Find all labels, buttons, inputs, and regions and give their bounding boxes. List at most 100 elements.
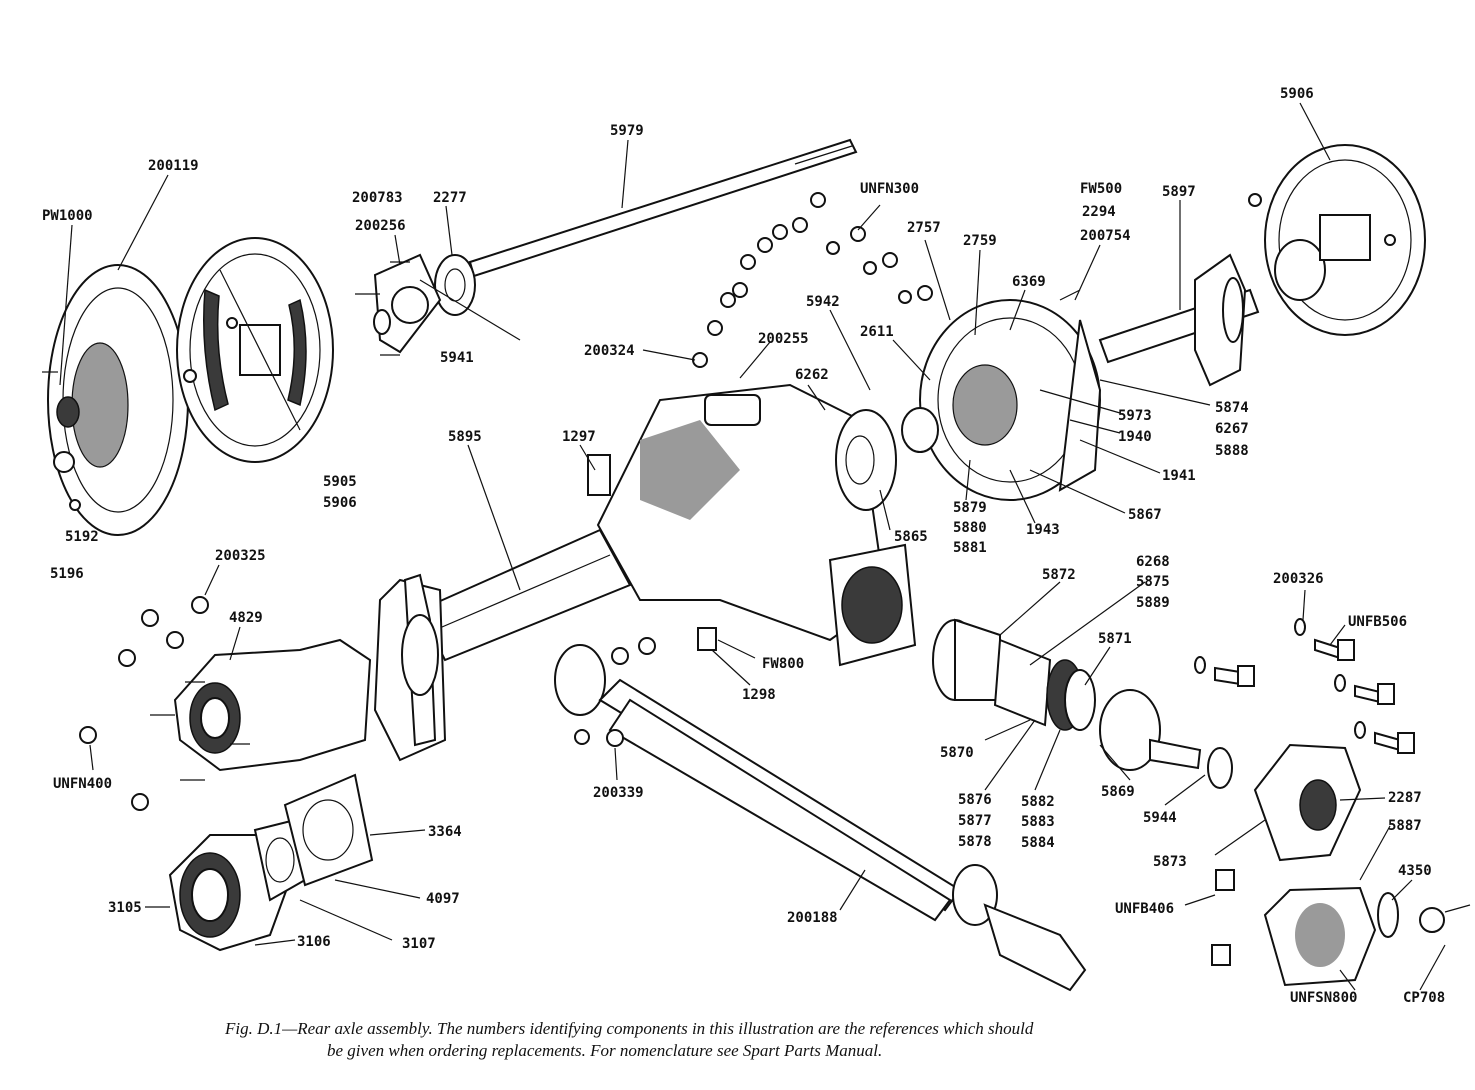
ref-2757: 2757 [907, 220, 941, 236]
ref-5889: 5889 [1136, 595, 1170, 611]
ref-1298: 1298 [742, 687, 776, 703]
ref-200324: 200324 [584, 343, 635, 359]
caption-line-1: Fig. D.1—Rear axle assembly. The numbers… [225, 1019, 1034, 1038]
ref-5865: 5865 [894, 529, 928, 545]
ref-5895: 5895 [448, 429, 482, 445]
ref-5875: 5875 [1136, 574, 1170, 590]
ref-200754: 200754 [1080, 228, 1131, 244]
ref-fw800: FW800 [762, 656, 804, 672]
ref-unfb406: UNFB406 [1115, 901, 1174, 917]
ref-200256: 200256 [355, 218, 406, 234]
ref-5944: 5944 [1143, 810, 1177, 826]
ref-5906-top: 5906 [1280, 86, 1314, 102]
ref-5871: 5871 [1098, 631, 1132, 647]
crown-wheel-diff [901, 289, 1102, 501]
leader-lines [59, 102, 1446, 991]
brake-backplate-left [176, 237, 334, 463]
nuts-washers-top [692, 192, 933, 368]
ref-unfsn800: UNFSN800 [1290, 990, 1357, 1006]
nut-1298 [697, 627, 717, 651]
gasket-3364 [283, 773, 374, 887]
caption-line-2: be given when ordering replacements. For… [327, 1041, 883, 1060]
ref-6262: 6262 [795, 367, 829, 383]
ref-200255: 200255 [758, 331, 809, 347]
ref-5979: 5979 [610, 123, 644, 139]
ref-200325: 200325 [215, 548, 266, 564]
ref-1297: 1297 [562, 429, 596, 445]
ref-5196: 5196 [50, 566, 84, 582]
ref-5973: 5973 [1118, 408, 1152, 424]
axle-tube-left [373, 573, 447, 762]
ref-2294: 2294 [1082, 204, 1116, 220]
ref-fw500: FW500 [1080, 181, 1122, 197]
ref-5879: 5879 [953, 500, 987, 516]
ref-cp708: CP708 [1403, 990, 1445, 1006]
ref-5873: 5873 [1153, 854, 1187, 870]
axle-casing [418, 383, 917, 667]
ref-1943: 1943 [1026, 522, 1060, 538]
ref-2759: 2759 [963, 233, 997, 249]
ref-5874: 5874 [1215, 400, 1249, 416]
ref-5887: 5887 [1388, 818, 1422, 834]
brake-backplate-right [1248, 144, 1426, 336]
ref-5876: 5876 [958, 792, 992, 808]
gasket-3107 [253, 818, 307, 902]
ref-6268: 6268 [1136, 554, 1170, 570]
hub-flange-5941 [355, 253, 442, 356]
pinion-assembly [932, 618, 1233, 789]
ref-pw1000: PW1000 [42, 208, 93, 224]
ref-6369: 6369 [1012, 274, 1046, 290]
ref-5877: 5877 [958, 813, 992, 829]
outer-housing-3105 [168, 834, 292, 952]
ref-5906-left: 5906 [323, 495, 357, 511]
ref-unfn400: UNFN400 [53, 776, 112, 792]
half-shaft-5979 [434, 138, 858, 316]
ref-2287: 2287 [1388, 790, 1422, 806]
ref-5888: 5888 [1215, 443, 1249, 459]
ref-6267: 6267 [1215, 421, 1249, 437]
bolts-right [1194, 618, 1415, 754]
ref-unfb506: UNFB506 [1348, 614, 1407, 630]
ref-1940: 1940 [1118, 429, 1152, 445]
pinion-housing-2287 [1253, 743, 1362, 862]
ref-200326: 200326 [1273, 571, 1324, 587]
ref-5872: 5872 [1042, 567, 1076, 583]
ref-5882: 5882 [1021, 794, 1055, 810]
axle-tube-right [1098, 253, 1260, 387]
ref-5941: 5941 [440, 350, 474, 366]
ref-4097: 4097 [426, 891, 460, 907]
ref-2277: 2277 [433, 190, 467, 206]
ref-5878: 5878 [958, 834, 992, 850]
ref-3106: 3106 [297, 934, 331, 950]
ref-4350: 4350 [1398, 863, 1432, 879]
ref-5869: 5869 [1101, 784, 1135, 800]
seal-plate-5887 [1211, 869, 1471, 987]
ref-200339: 200339 [593, 785, 644, 801]
brake-drum-left [42, 264, 189, 536]
figure-caption: Fig. D.1—Rear axle assembly. The numbers… [225, 1018, 1325, 1062]
ref-2611: 2611 [860, 324, 894, 340]
ref-3105: 3105 [108, 900, 142, 916]
ref-5942: 5942 [806, 294, 840, 310]
ref-200188: 200188 [787, 910, 838, 926]
ref-200119: 200119 [148, 158, 199, 174]
nuts-left [79, 596, 209, 811]
ref-5884: 5884 [1021, 835, 1055, 851]
ref-5192: 5192 [65, 529, 99, 545]
ref-5880: 5880 [953, 520, 987, 536]
ref-1941: 1941 [1162, 468, 1196, 484]
ref-5881: 5881 [953, 540, 987, 556]
ref-5870: 5870 [940, 745, 974, 761]
bearing-housing-4829 [150, 638, 372, 781]
propeller-shaft [554, 637, 1087, 992]
ref-200783: 200783 [352, 190, 403, 206]
ref-5867: 5867 [1128, 507, 1162, 523]
ref-5905: 5905 [323, 474, 357, 490]
ref-5897: 5897 [1162, 184, 1196, 200]
ref-5883: 5883 [1021, 814, 1055, 830]
ref-3107: 3107 [402, 936, 436, 952]
ref-3364: 3364 [428, 824, 462, 840]
ref-unfn300: UNFN300 [860, 181, 919, 197]
ref-4829: 4829 [229, 610, 263, 626]
